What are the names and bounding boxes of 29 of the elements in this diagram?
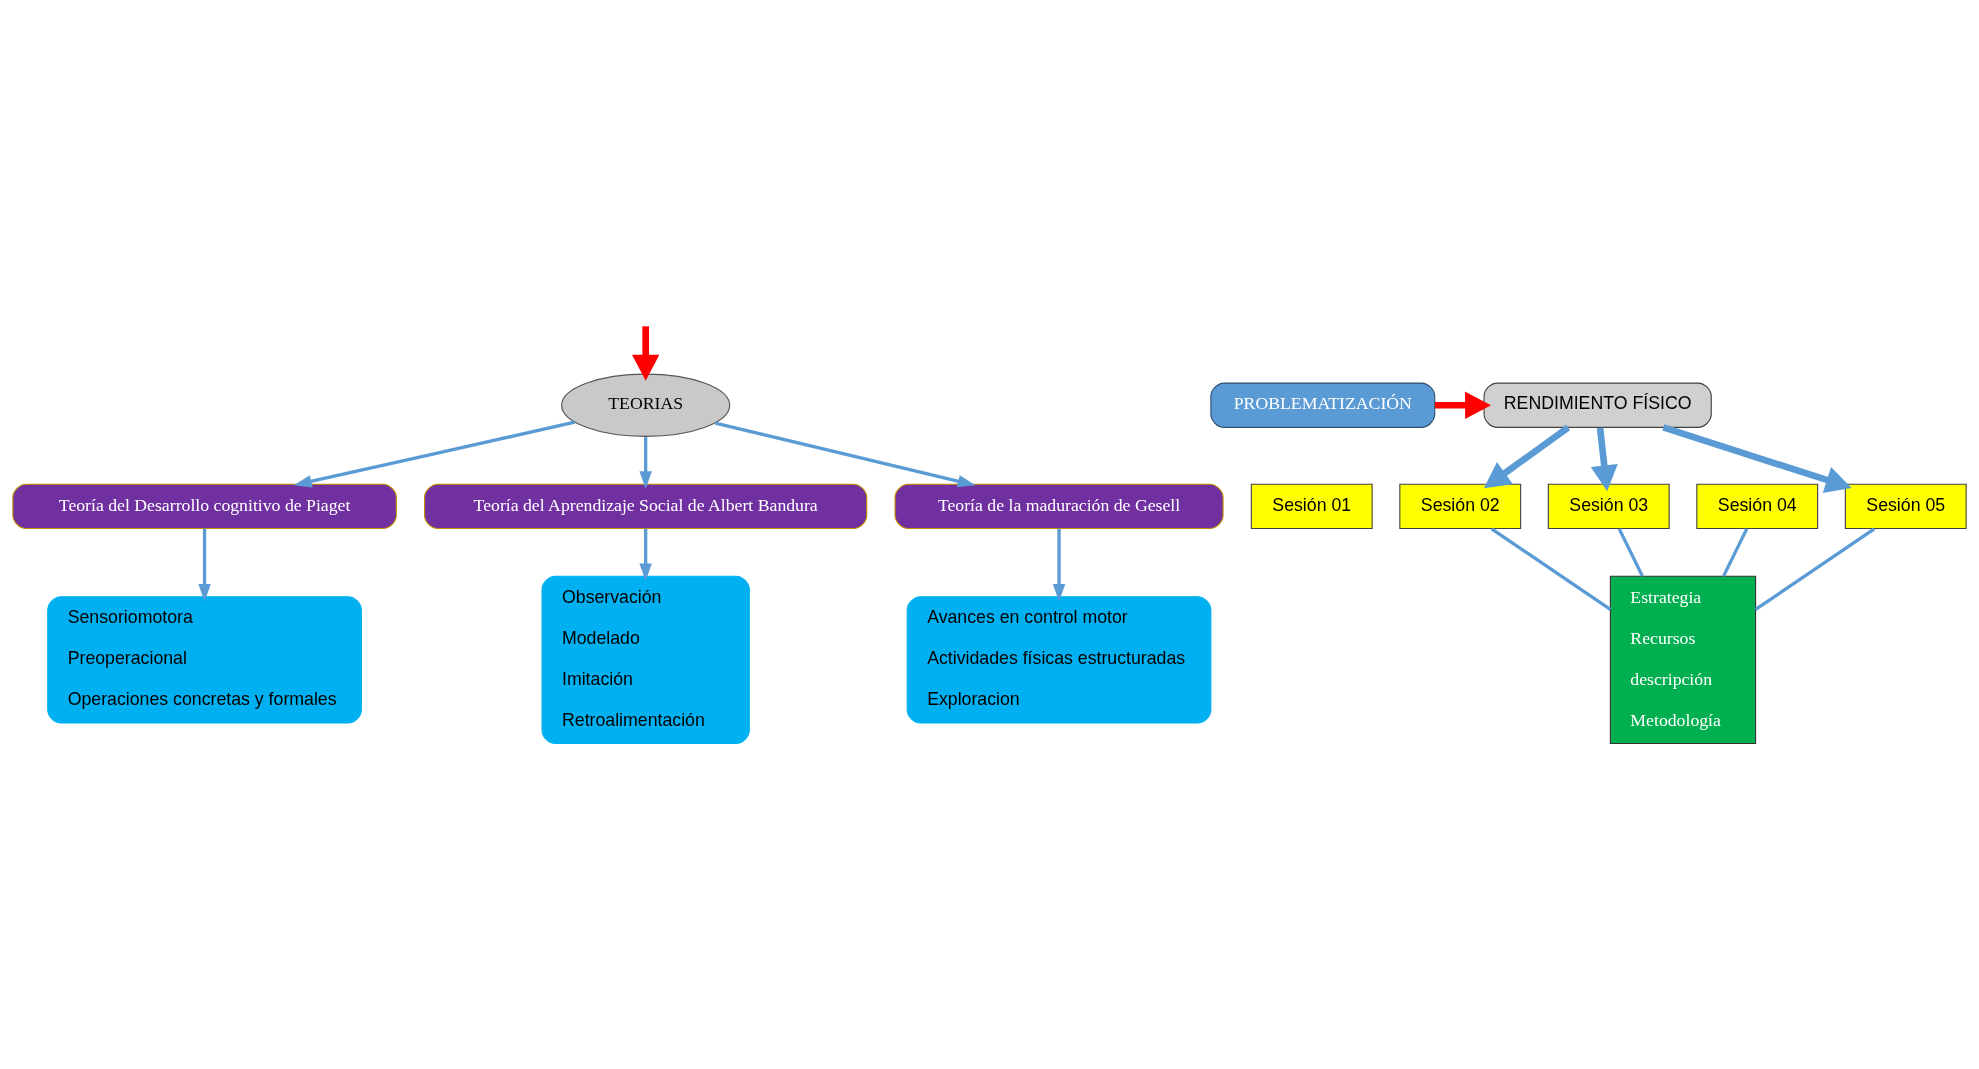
node-box: Sesión 02 <box>1399 483 1522 530</box>
arrow <box>639 528 652 582</box>
arrow <box>1435 391 1492 419</box>
node-box: Teoría del Desarrollo cognitivo de Piaget <box>12 483 397 530</box>
arrow <box>714 421 976 488</box>
connector <box>1617 528 1644 577</box>
node-box: Sesión 04 <box>1696 483 1819 530</box>
node-box: Sesión 05 <box>1844 483 1967 530</box>
node-box: Sensoriomotora Preoperacional Operaciones concretas y formales <box>47 596 362 724</box>
node-box: Teoría del Aprendizaje Social de Albert Bandura <box>424 483 868 530</box>
arrow <box>1590 427 1618 492</box>
node-box: Sesión 01 <box>1250 483 1373 530</box>
node-box: PROBLEMATIZACIÓN <box>1210 382 1436 428</box>
node-ellipse: TEORIAS <box>561 373 731 437</box>
arrow <box>1662 424 1852 493</box>
node-box: Teoría de la maduración de Gesell <box>894 483 1224 530</box>
arrow <box>1052 528 1066 602</box>
node-box: Sesión 03 <box>1547 483 1670 530</box>
arrow <box>1483 424 1571 489</box>
arrow <box>293 420 576 488</box>
node-box: Observación Modelado Imitación Retroalimentación <box>541 575 750 745</box>
arrow <box>198 528 211 602</box>
connector <box>1754 527 1876 611</box>
connector <box>1722 528 1749 577</box>
node-box: RENDIMIENTO FÍSICO <box>1483 382 1712 428</box>
node-box: Avances en control motor Actividades físicas estructuradas Exploracion <box>906 596 1212 724</box>
connector <box>1490 527 1612 611</box>
node-box: Estrategia Recursos descripción Metodología <box>1609 575 1757 745</box>
arrow <box>639 437 652 489</box>
